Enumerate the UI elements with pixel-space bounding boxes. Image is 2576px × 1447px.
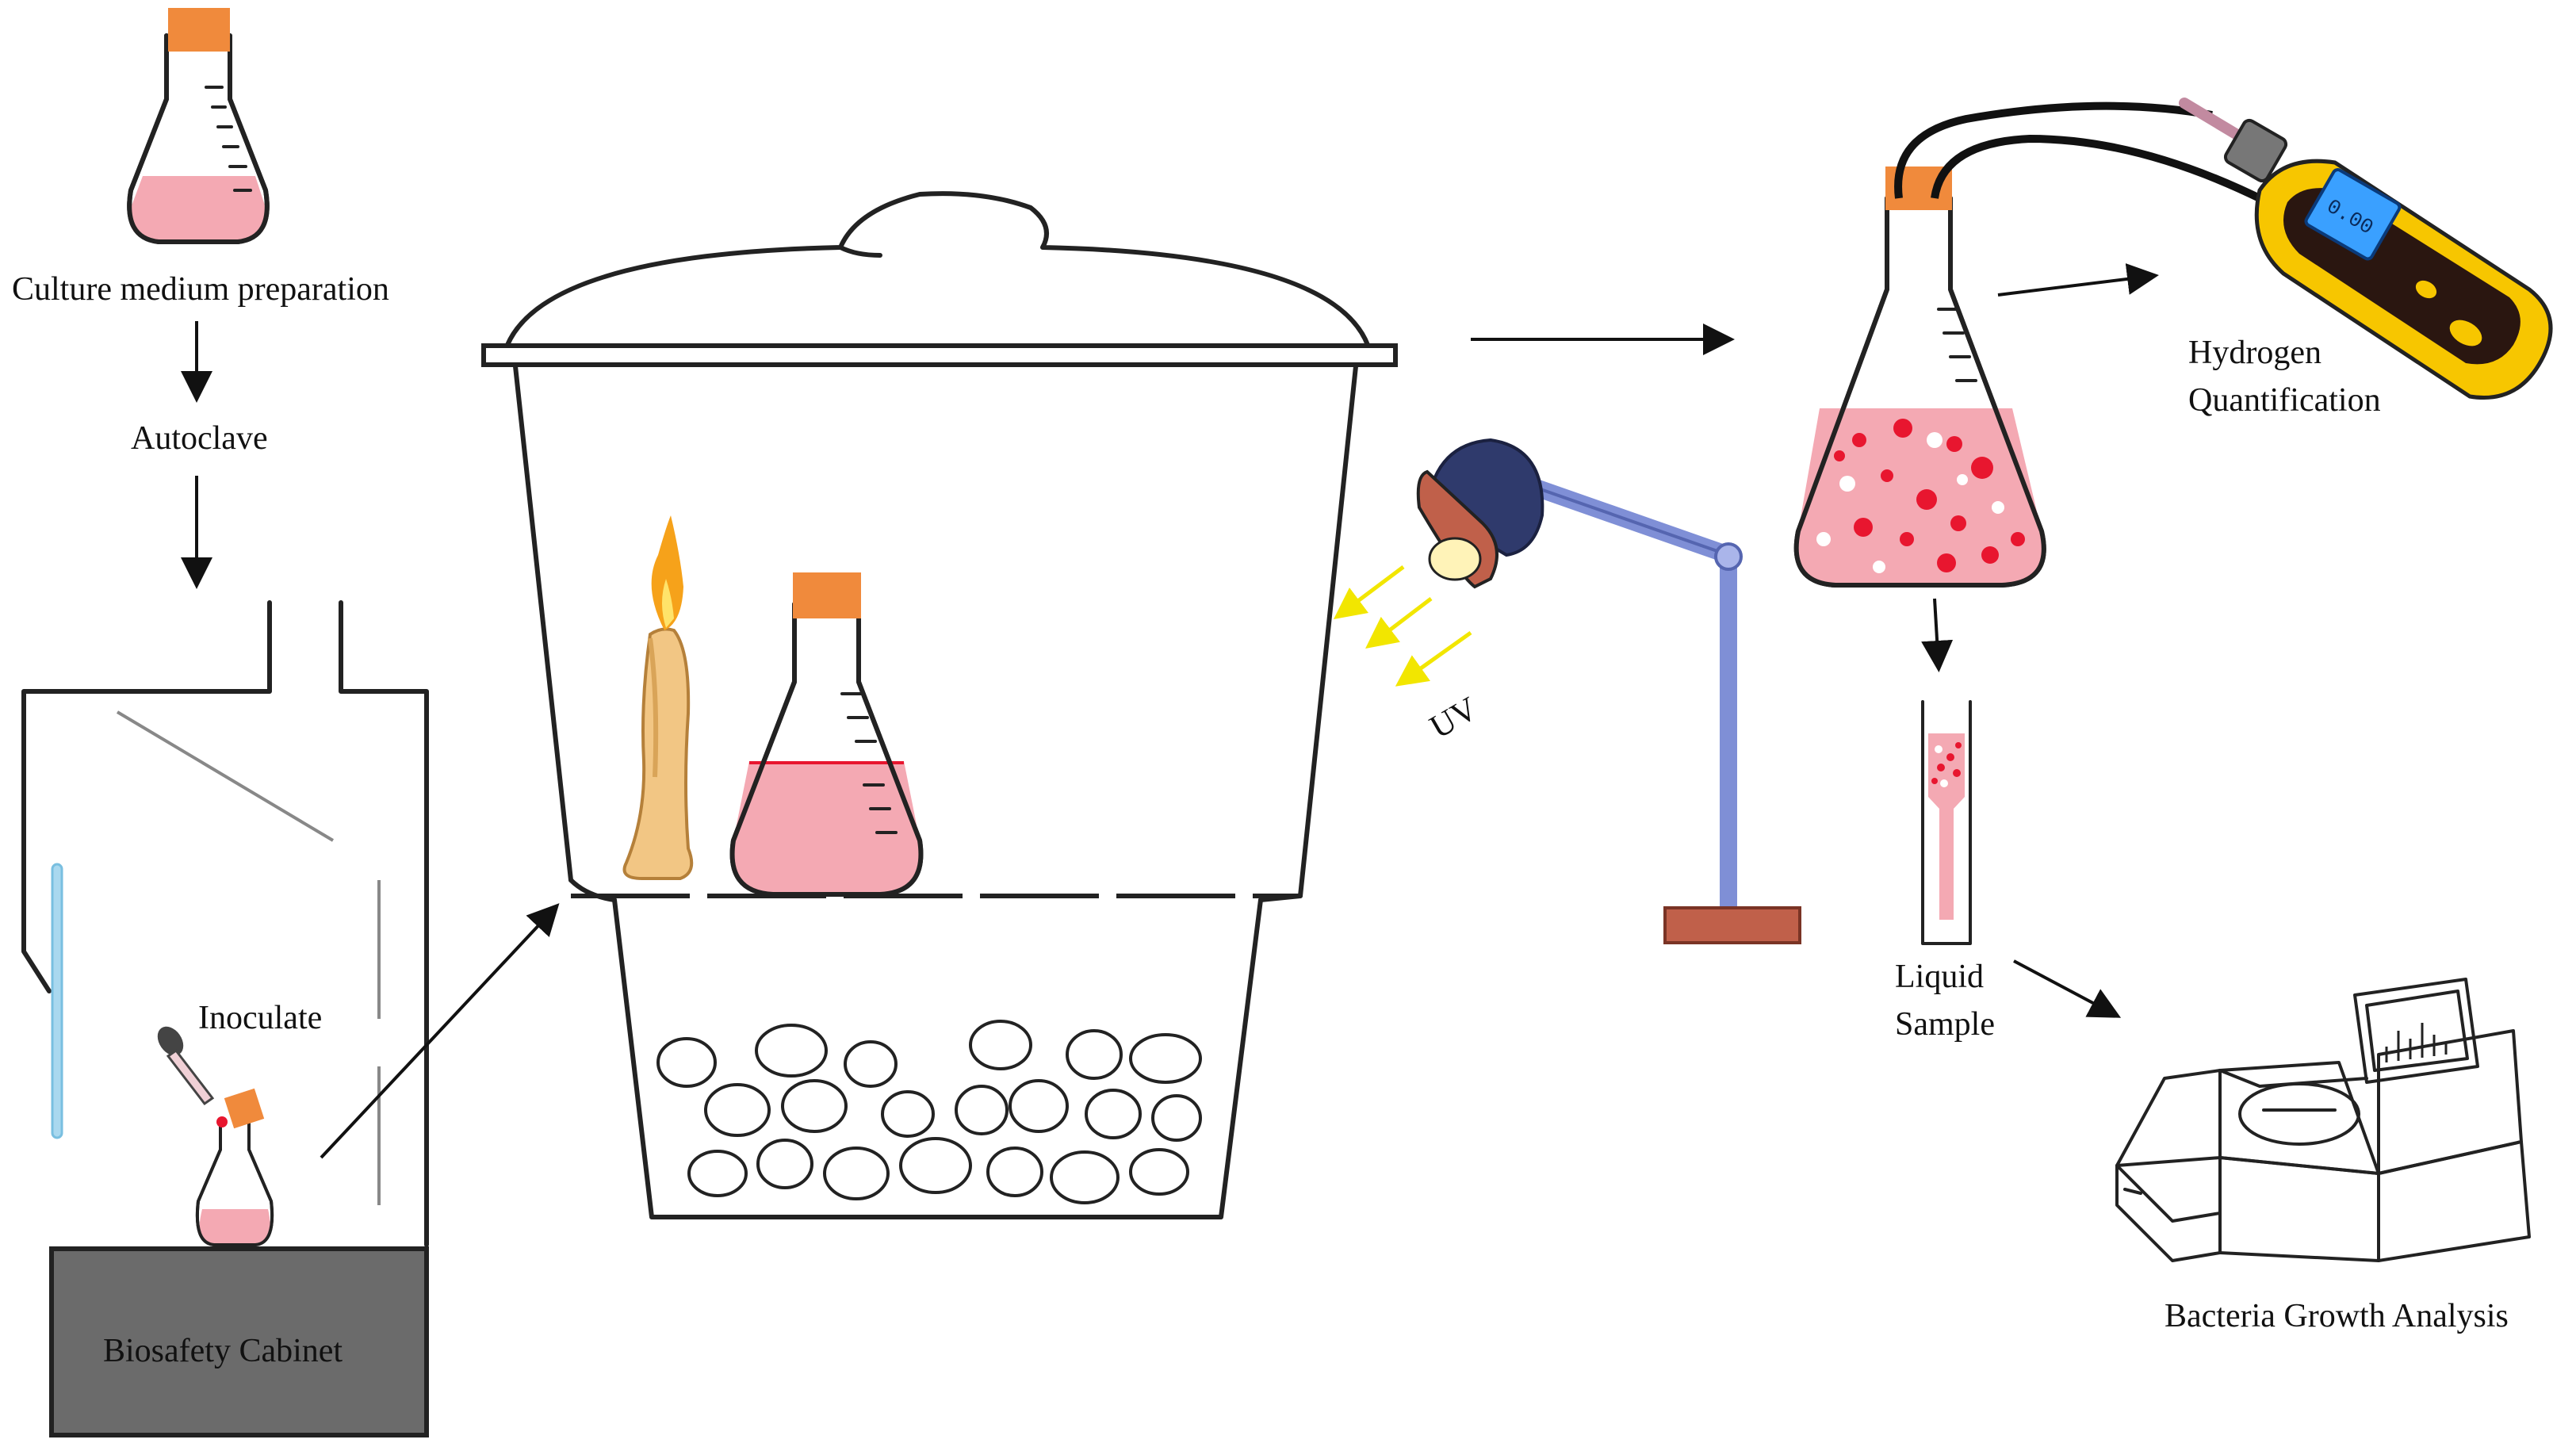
bacteria-label: Bacteria Growth Analysis [2165, 1298, 2509, 1334]
culture-flask-icon [127, 8, 270, 244]
gas-meter-icon: 0.00 [2179, 98, 2553, 400]
arrow-cabinet-jar [320, 903, 560, 1159]
anaerobic-jar [481, 191, 1398, 1219]
inoculate-flask-icon [195, 1088, 274, 1246]
candle-icon [622, 515, 694, 880]
bacteria-bubbles [1816, 419, 2025, 573]
hydrogen-label-2: Quantification [2188, 382, 2381, 419]
hydrogen-flask-icon [1793, 167, 2046, 588]
culture-label: Culture medium preparation [12, 271, 389, 308]
gas-tube-2 [1931, 134, 2270, 206]
liquid-label-2: Sample [1895, 1006, 1995, 1043]
biosafety-cabinet [21, 600, 429, 1437]
pebbles [656, 1020, 1202, 1204]
gas-tube [1894, 101, 2213, 199]
hydrogen-label-1: Hydrogen [2188, 335, 2321, 371]
biosafety-label: Biosafety Cabinet [103, 1333, 343, 1369]
inoculate-label: Inoculate [198, 1000, 322, 1036]
arrow-cuvette-analysis [2013, 959, 2122, 1018]
liquid-label-1: Liquid [1895, 959, 1984, 995]
cuvette-icon [1921, 700, 1972, 945]
arrow-flask-meter [1997, 263, 2159, 297]
jar-flask-icon [729, 572, 924, 897]
spectrophotometer-icon [2115, 978, 2531, 1262]
arrow-flask-cuvette [1921, 598, 1954, 672]
pipette-icon [157, 1026, 228, 1127]
uv-rays [1334, 565, 1472, 687]
uv-lamp-icon [1416, 438, 1801, 944]
autoclave-label: Autoclave [131, 420, 268, 457]
uv-label: UV [1424, 691, 1484, 746]
